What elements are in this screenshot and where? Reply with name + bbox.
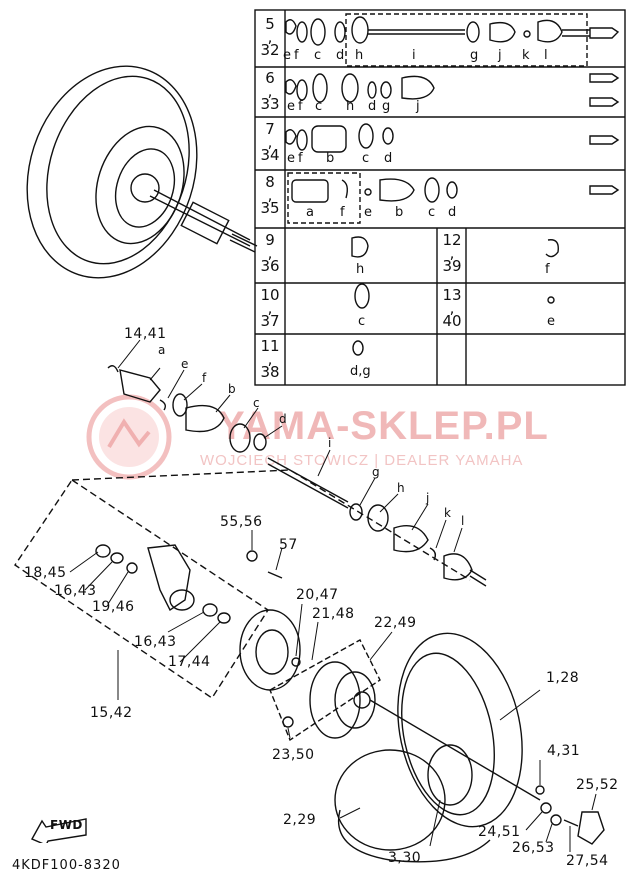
callout-15-42: 15,42 [90,705,133,721]
table-letter: e [287,99,295,114]
hub-assembly [269,639,381,742]
table-frame [254,9,626,386]
table-letter: k [522,48,530,63]
table-row-9-number: 9,36 [260,231,280,275]
table-letter: f [545,262,550,277]
callout-b: b [228,382,237,396]
lower-wheel [334,632,605,863]
callout-j: j [426,491,430,505]
callout-18-45: 18,45 [24,565,67,581]
callout-24-51: 24,51 [478,824,521,840]
callout-a: a [158,343,166,357]
table-letter: j [498,48,502,63]
table-letter: d [384,151,393,166]
callout-e: e [181,357,189,371]
table-letter: c [358,314,366,329]
table-letter: d [368,99,377,114]
table-letter: f [298,151,303,166]
table-row-5-number: 5,32 [260,15,280,59]
table-letter: c [314,48,322,63]
callout-2-29: 2,29 [283,812,317,828]
table-letter: d [448,205,457,220]
table-row-10-number: 10,37 [260,286,280,330]
table-letter: a [306,205,314,220]
table-letter: e [287,151,295,166]
table-letter: l [544,48,548,63]
table-row-8-number: 8,35 [260,173,280,217]
table-letter: b [326,151,335,166]
callout-55-56: 55,56 [220,514,263,530]
table-letter: c [315,99,323,114]
callout-c: c [253,396,261,410]
callout-23-50: 23,50 [272,747,315,763]
table-row-7-number: 7,34 [260,120,280,164]
callout-26-53: 26,53 [512,840,555,856]
callout-17-44: 17,44 [168,654,211,670]
upper-wheel-drawing [26,65,258,279]
table-row-13-number: 13,40 [442,286,462,330]
table-letter: c [362,151,370,166]
callout-14-41: 14,41 [124,326,167,342]
table-letter: g [382,99,391,114]
fwd-arrow-icon [31,818,87,843]
callout-i: i [328,436,332,450]
table-letter: g [470,48,479,63]
table-letter: d,g [350,364,371,379]
table-letter: h [355,48,364,63]
table-letter: e [547,314,555,329]
watermark-brand: YAMA-SKLEP.PL [218,404,549,448]
table-row-12-number: 12,39 [442,231,462,275]
callout-27-54: 27,54 [566,853,609,869]
table-letter: e [364,205,372,220]
callout-16-43a: 16,43 [54,583,97,599]
table-letter: e [283,48,291,63]
callout-21-48: 21,48 [312,606,355,622]
table-row-6-number: 6,33 [260,69,280,113]
callout-22-49: 22,49 [374,615,417,631]
axle-parts [107,365,487,587]
callout-g: g [372,465,381,479]
callout-57: 57 [279,537,298,553]
diagram-code: 4KDF100-8320 [12,858,121,873]
table-letter: h [356,262,365,277]
knuckle-parts [95,544,283,624]
callout-k: k [444,506,452,520]
leader-lines [69,339,597,852]
callout-l: l [461,514,465,528]
table-row-11-number: 11,38 [260,337,280,381]
table-letter: j [416,99,420,114]
callout-3-30: 3,30 [388,850,422,866]
callout-d: d [279,412,288,426]
callout-25-52: 25,52 [576,777,619,793]
table-letter: f [340,205,345,220]
brake-disc [239,609,301,691]
callout-4-31: 4,31 [547,743,581,759]
table-letter: h [346,99,355,114]
callout-h: h [397,481,406,495]
callout-1-28: 1,28 [546,670,580,686]
table-letter: i [412,48,416,63]
callout-19-46: 19,46 [92,599,135,615]
callout-20-47: 20,47 [296,587,339,603]
callout-16-43b: 16,43 [134,634,177,650]
fwd-label: FWD [50,818,83,832]
knuckle-outline [14,469,471,699]
table-letter: f [294,48,299,63]
callout-f: f [202,371,207,385]
table-letter: c [428,205,436,220]
table-letter: b [395,205,404,220]
table-letter: d [336,48,345,63]
table-letter: f [298,99,303,114]
